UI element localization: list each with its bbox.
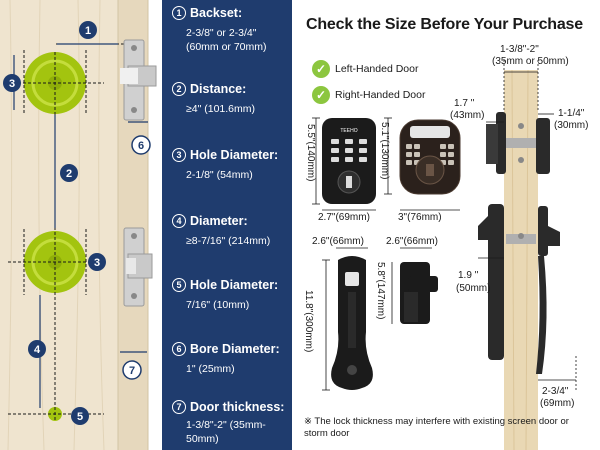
dim-deadbolt-width: 3"(76mm) (398, 212, 442, 223)
spec-number-icon: 6 (172, 342, 186, 356)
spec-title: Hole Diameter: (190, 148, 279, 162)
installation-diagram: 1 3 2 3 4 5 6 7 (0, 0, 162, 450)
marker-4-label: 4 (34, 344, 41, 356)
marker-7-label: 7 (129, 365, 135, 377)
dim-keypad-height: 5.5"(140mm) (305, 124, 316, 182)
dim-1-7-mm: (43mm) (450, 110, 485, 121)
marker-3-upper: 3 (3, 74, 21, 92)
spec-value: 2-1/8" (54mm) (186, 169, 253, 181)
deadbolt-interior (399, 119, 461, 195)
spec-value: ≥4" (101.6mm) (186, 103, 256, 115)
marker-1: 1 (79, 21, 97, 39)
spec-panel: 1 Backset: 2-3/8" or 2-3/4" (60mm or 70mm… (162, 0, 292, 450)
dim-door-thickness-mm: (35mm or 50mm) (492, 56, 569, 67)
spec-number-icon: 3 (172, 148, 186, 162)
dim-lever-width: 2.6"(66mm) (386, 236, 438, 247)
dim-1-1-4-mm: (30mm) (554, 120, 589, 131)
side-handle-left (488, 204, 504, 360)
spec-title: Door thickness: (190, 400, 285, 414)
spec-number-icon: 4 (172, 214, 186, 228)
dim-1-7: 1.7 '' (454, 98, 475, 109)
marker-5: 5 (71, 407, 89, 425)
dim-keypad-width: 2.7"(69mm) (318, 212, 370, 223)
dim-handle-height: 11.8"(300mm) (303, 290, 314, 353)
dim-1-9-mm: (50mm) (456, 283, 491, 294)
marker-1-label: 1 (85, 25, 91, 37)
spec-number-icon: 5 (172, 278, 186, 292)
marker-5-label: 5 (77, 411, 83, 423)
spec-number-icon: 1 (172, 6, 186, 20)
spec-backset: 1 Backset: 2-3/8" or 2-3/4" (60mm or 70mm… (172, 6, 292, 54)
spec-number-icon: 7 (172, 400, 186, 414)
check-left-handed: ✓ Left-Handed Door (312, 60, 418, 78)
spec-title: Bore Diameter: (190, 342, 280, 356)
door-section (504, 70, 538, 450)
spec-title: Diameter: (190, 214, 248, 228)
spec-value: 2-3/8" or 2-3/4" (60mm or 70mm) (186, 27, 267, 53)
page-heading: Check the Size Before Your Purchase (306, 16, 583, 33)
dim-2-3-4: 2-3/4" (542, 386, 569, 397)
marker-2-label: 2 (66, 168, 72, 180)
marker-2: 2 (60, 164, 78, 182)
spec-small-hole-diameter: 5 Hole Diameter: 7/16" (10mm) (172, 278, 292, 312)
marker-4: 4 (28, 340, 46, 358)
marker-7: 7 (122, 360, 142, 380)
marker-3-lower: 3 (88, 253, 106, 271)
marker-6-label: 6 (138, 140, 144, 152)
checkmark-icon: ✓ (312, 60, 330, 78)
dim-lever-height: 5.8"(147mm) (375, 262, 386, 320)
check-label: Right-Handed Door (335, 89, 426, 101)
spec-number-icon: 2 (172, 82, 186, 96)
spec-value: 7/16" (10mm) (186, 299, 250, 311)
dim-1-1-4: 1-1/4" (558, 108, 585, 119)
spec-bore-diameter: 6 Bore Diameter: 1" (25mm) (172, 342, 292, 376)
check-label: Left-Handed Door (335, 63, 419, 75)
check-right-handed: ✓ Right-Handed Door (312, 86, 425, 104)
spec-title: Hole Diameter: (190, 278, 279, 292)
marker-3-lower-label: 3 (94, 257, 100, 269)
spec-value: ≥8-7/16" (214mm) (186, 235, 271, 247)
compatibility-note: ※ The lock thickness may interfere with … (304, 416, 569, 439)
lever-front (400, 262, 438, 324)
spec-title: Distance: (190, 82, 247, 96)
handleset-front (331, 256, 373, 390)
keypad-brand: TEEHO (340, 128, 357, 134)
spec-door-thickness: 7 Door thickness: 1-3/8"-2" (35mm-50mm) (172, 400, 292, 446)
marker-6: 6 (131, 135, 151, 155)
spec-value: 1" (25mm) (186, 363, 235, 375)
dim-deadbolt-height: 5.1"(130mm) (379, 122, 390, 180)
spec-title: Backset: (190, 6, 243, 20)
keypad-exterior: TEEHO (322, 118, 376, 204)
dim-handle-width: 2.6"(66mm) (312, 236, 364, 247)
spec-diameter: 4 Diameter: ≥8-7/16" (214mm) (172, 214, 292, 248)
product-dimension-drawing: TEEHO (312, 60, 577, 450)
marker-3-upper-label: 3 (9, 78, 15, 90)
door-drilling-diagram: 1 3 2 3 4 5 6 7 (0, 0, 157, 450)
spec-hole-diameter: 3 Hole Diameter: 2-1/8" (54mm) (172, 148, 292, 182)
spec-distance: 2 Distance: ≥4" (101.6mm) (172, 82, 292, 116)
dim-1-9: 1.9 '' (458, 270, 479, 281)
checkmark-icon: ✓ (312, 86, 330, 104)
dim-door-thickness: 1-3/8"-2" (500, 44, 539, 55)
dim-2-3-4-mm: (69mm) (540, 398, 575, 409)
spec-value: 1-3/8"-2" (35mm-50mm) (186, 419, 266, 445)
size-panel: TEEHO (292, 0, 600, 450)
